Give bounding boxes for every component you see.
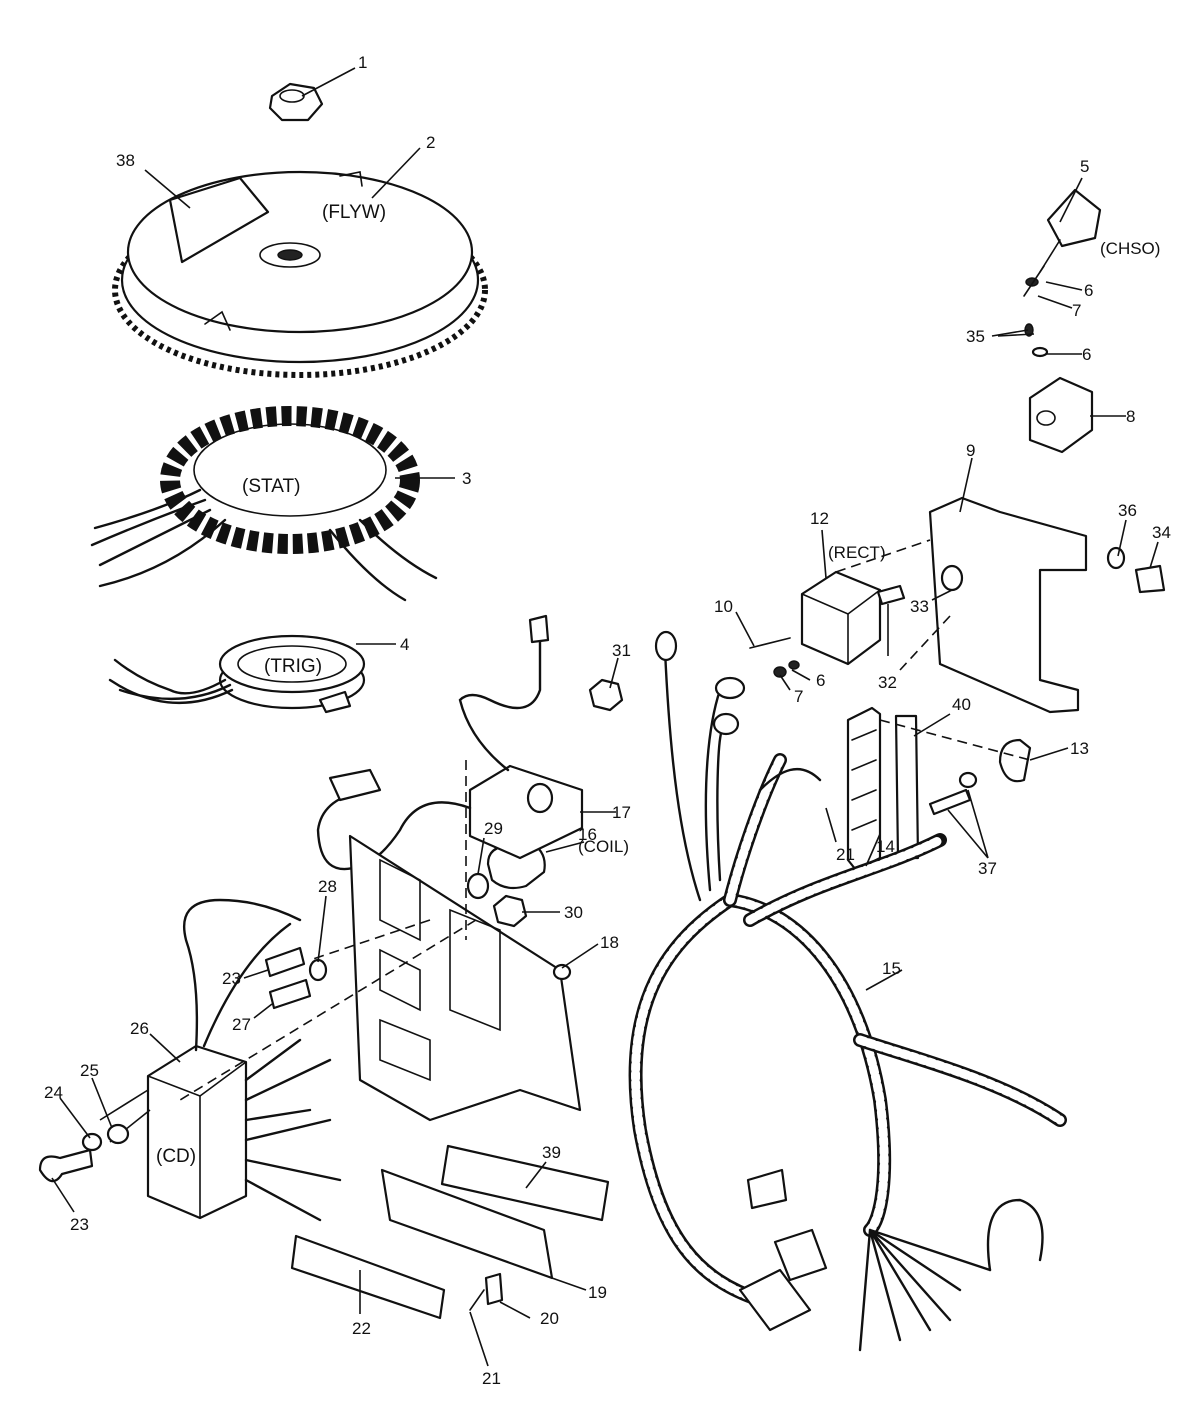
callout-37: 37 <box>978 859 997 878</box>
tag-trigger: (TRIG) <box>264 656 322 677</box>
part-15-wiring-harness <box>628 630 1067 1352</box>
tag-stator: (STAT) <box>242 476 300 497</box>
callout-34: 34 <box>1152 523 1171 542</box>
callout-6b: 6 <box>816 671 825 690</box>
callout-33: 33 <box>910 597 929 616</box>
callout-12: 12 <box>810 509 829 528</box>
callout-16: 16 <box>578 825 597 844</box>
part-3-stator <box>90 406 438 602</box>
tag-cd-module: (CD) <box>156 1146 196 1167</box>
callout-31: 31 <box>612 641 631 660</box>
callout-24: 24 <box>44 1083 63 1102</box>
tag-rectifier: (RECT) <box>828 543 886 562</box>
callout-18: 18 <box>600 933 619 952</box>
part-26-cd-module <box>99 898 342 1222</box>
callout-2: 2 <box>426 133 435 152</box>
part-12-rectifier <box>800 539 931 666</box>
callout-13: 13 <box>1070 739 1089 758</box>
callout-35: 35 <box>966 327 985 346</box>
callout-28: 28 <box>318 877 337 896</box>
callout-1: 1 <box>358 53 367 72</box>
part-37-screw-washer <box>928 771 978 816</box>
callout-5: 5 <box>1080 157 1089 176</box>
callout-29: 29 <box>484 819 503 838</box>
callout-20: 20 <box>540 1309 559 1328</box>
callout-22: 22 <box>352 1319 371 1338</box>
part-13-clamp <box>998 738 1032 783</box>
callout-32: 32 <box>878 673 897 692</box>
leader-lines <box>51 67 1159 1367</box>
callout-36: 36 <box>1118 501 1137 520</box>
tag-coil: (COIL) <box>578 837 629 856</box>
callout-15: 15 <box>882 959 901 978</box>
callout-9: 9 <box>966 441 975 460</box>
callout-14: 14 <box>876 837 895 856</box>
small-hardware-6-7-35 <box>773 265 1049 678</box>
tag-flywheel: (FLYW) <box>322 202 386 223</box>
callout-10: 10 <box>714 597 733 616</box>
callout-4: 4 <box>400 635 409 654</box>
callout-6c: 6 <box>1082 345 1091 364</box>
callout-numbers: 1 2 3 4 5 6 7 8 9 10 12 13 14 15 16 17 1… <box>44 53 1171 1388</box>
callout-25: 25 <box>80 1061 99 1080</box>
hardware-16-29-30-31 <box>466 678 624 928</box>
callout-40: 40 <box>952 695 971 714</box>
decals-39-40 <box>440 714 920 1222</box>
callout-26: 26 <box>130 1019 149 1038</box>
part-4-trigger <box>108 634 366 714</box>
part-17-ignition-coil <box>316 614 584 871</box>
callout-23b: 23 <box>70 1215 89 1234</box>
part-8-bracket <box>1028 376 1094 454</box>
callout-23a: 23 <box>222 969 241 988</box>
callout-27: 27 <box>232 1015 251 1034</box>
part-2-flywheel <box>112 170 488 378</box>
callout-21b: 21 <box>482 1369 501 1388</box>
part-9-mounting-plate <box>928 496 1088 714</box>
callout-17: 17 <box>612 803 631 822</box>
component-tags: (FLYW) (STAT) (TRIG) (CHSO) (RECT) (COIL… <box>156 202 1160 1167</box>
callout-30: 30 <box>564 903 583 922</box>
callout-3: 3 <box>462 469 471 488</box>
callout-7b: 7 <box>794 687 803 706</box>
callout-7a: 7 <box>1072 301 1081 320</box>
callout-39: 39 <box>542 1143 561 1162</box>
screws-10-32-34-36 <box>749 546 1166 649</box>
part-18-cd-mounting-plate <box>348 834 582 1122</box>
callout-21a: 21 <box>836 845 855 864</box>
callout-38: 38 <box>116 151 135 170</box>
callout-6a: 6 <box>1084 281 1093 300</box>
alignment-lines <box>179 615 1031 1101</box>
screws-23-24-25-27-28 <box>38 946 328 1183</box>
callout-19: 19 <box>588 1283 607 1302</box>
callout-8: 8 <box>1126 407 1135 426</box>
tag-choke-solenoid: (CHSO) <box>1100 239 1160 258</box>
